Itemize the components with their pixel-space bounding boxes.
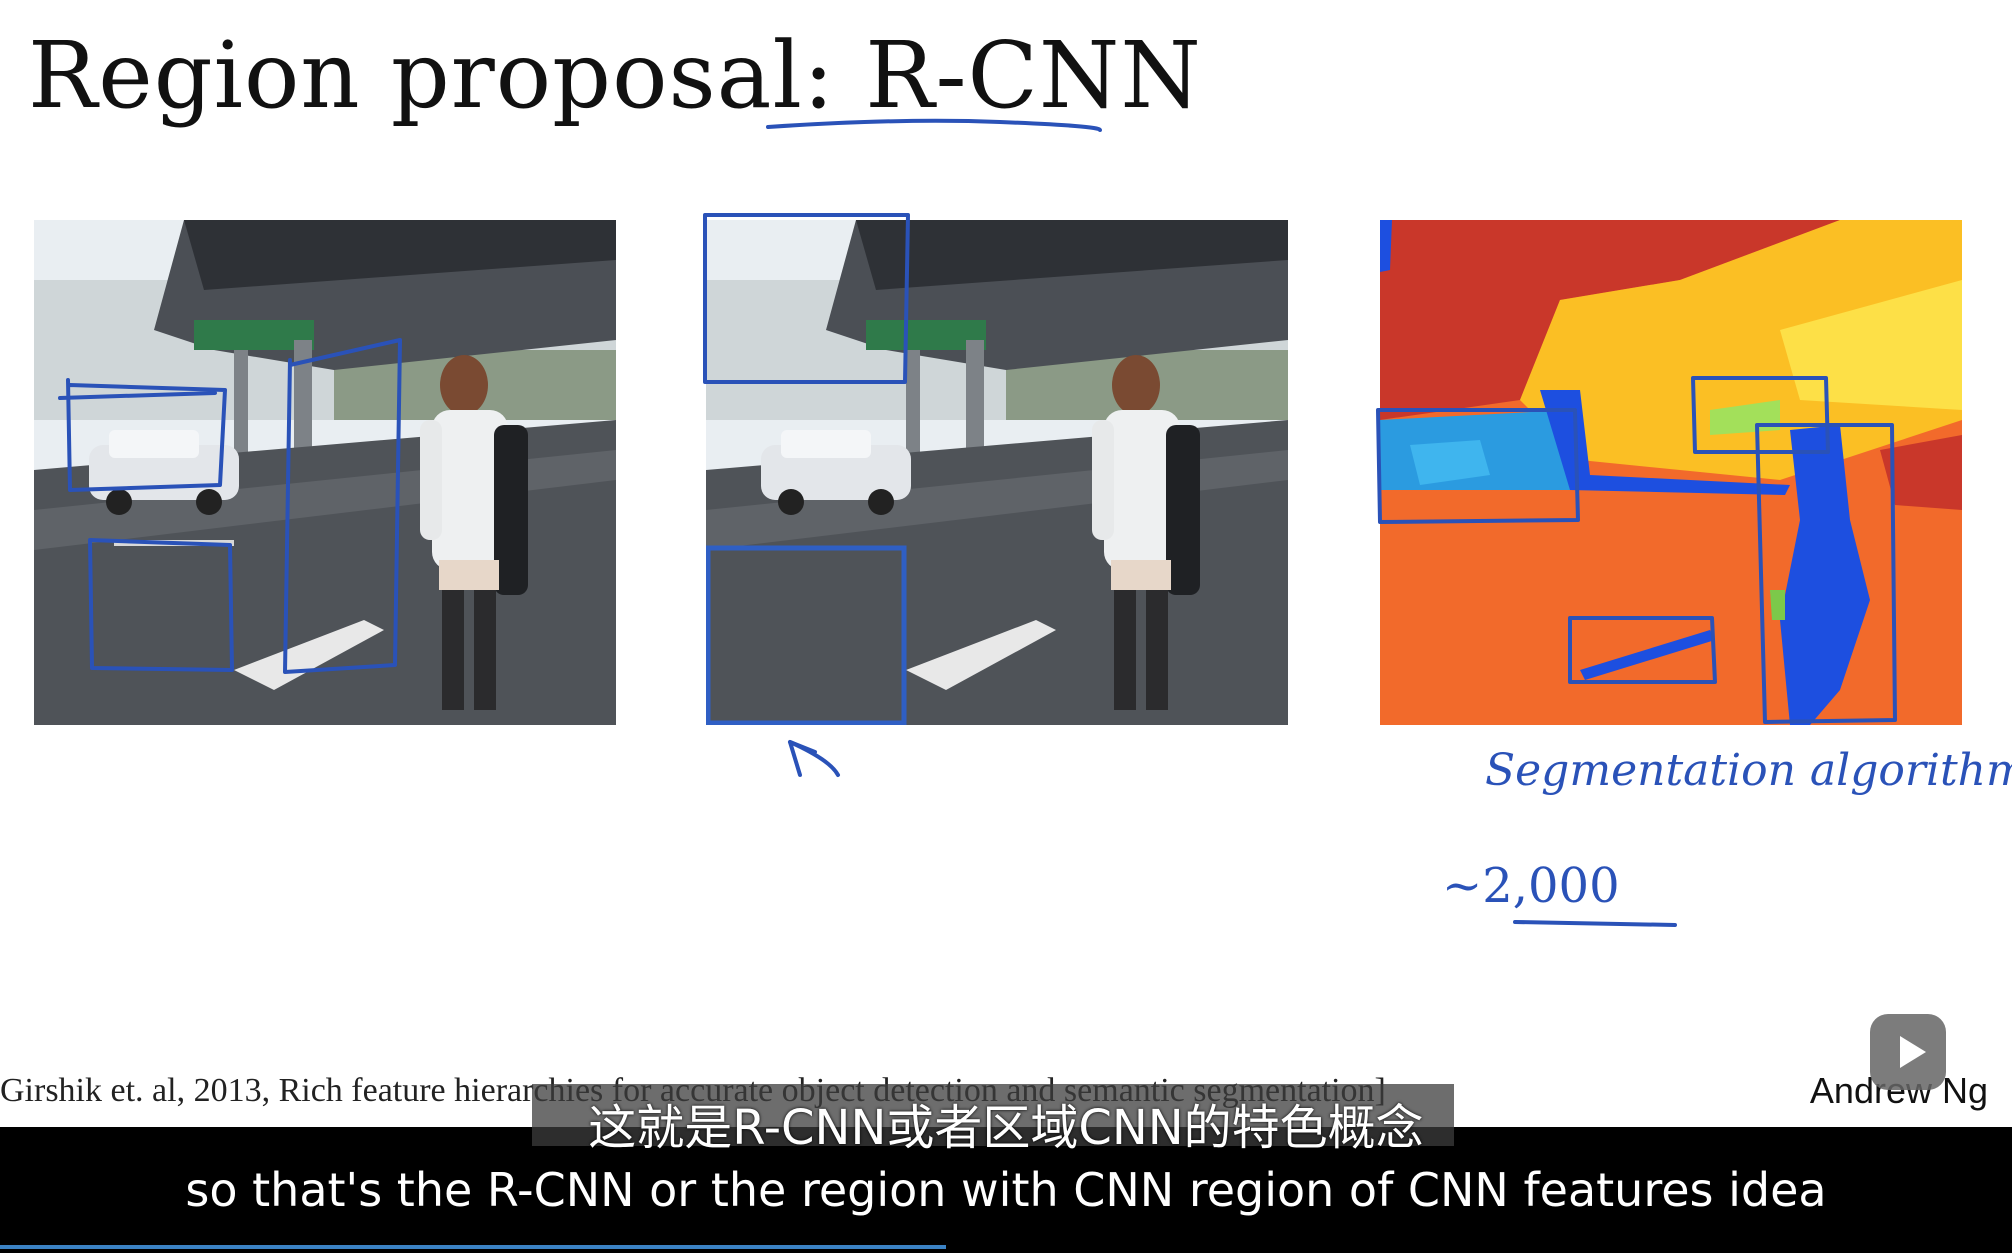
subtitle-bar [0,1127,2012,1253]
slide-title: Region proposal: R-CNN [28,22,1202,129]
english-subtitle: so that's the R-CNN or the region with C… [185,1163,1827,1217]
video-progress-bar[interactable] [0,1245,946,1249]
chinese-subtitle: 这就是R-CNN或者区域CNN的特色概念 [588,1100,1424,1156]
title-rcnn: R-CNN [865,22,1202,129]
street-photo-left [34,220,616,725]
count-note: ~2,000 [1442,858,1620,914]
street-photo-middle [706,220,1288,725]
title-text: Region proposal: [28,22,866,129]
chinese-subtitle-background [532,1084,1454,1146]
segmentation-note: Segmentation algorithm [1485,745,2012,796]
segmentation-image [1380,220,1962,725]
play-icon[interactable] [1870,1014,1946,1090]
